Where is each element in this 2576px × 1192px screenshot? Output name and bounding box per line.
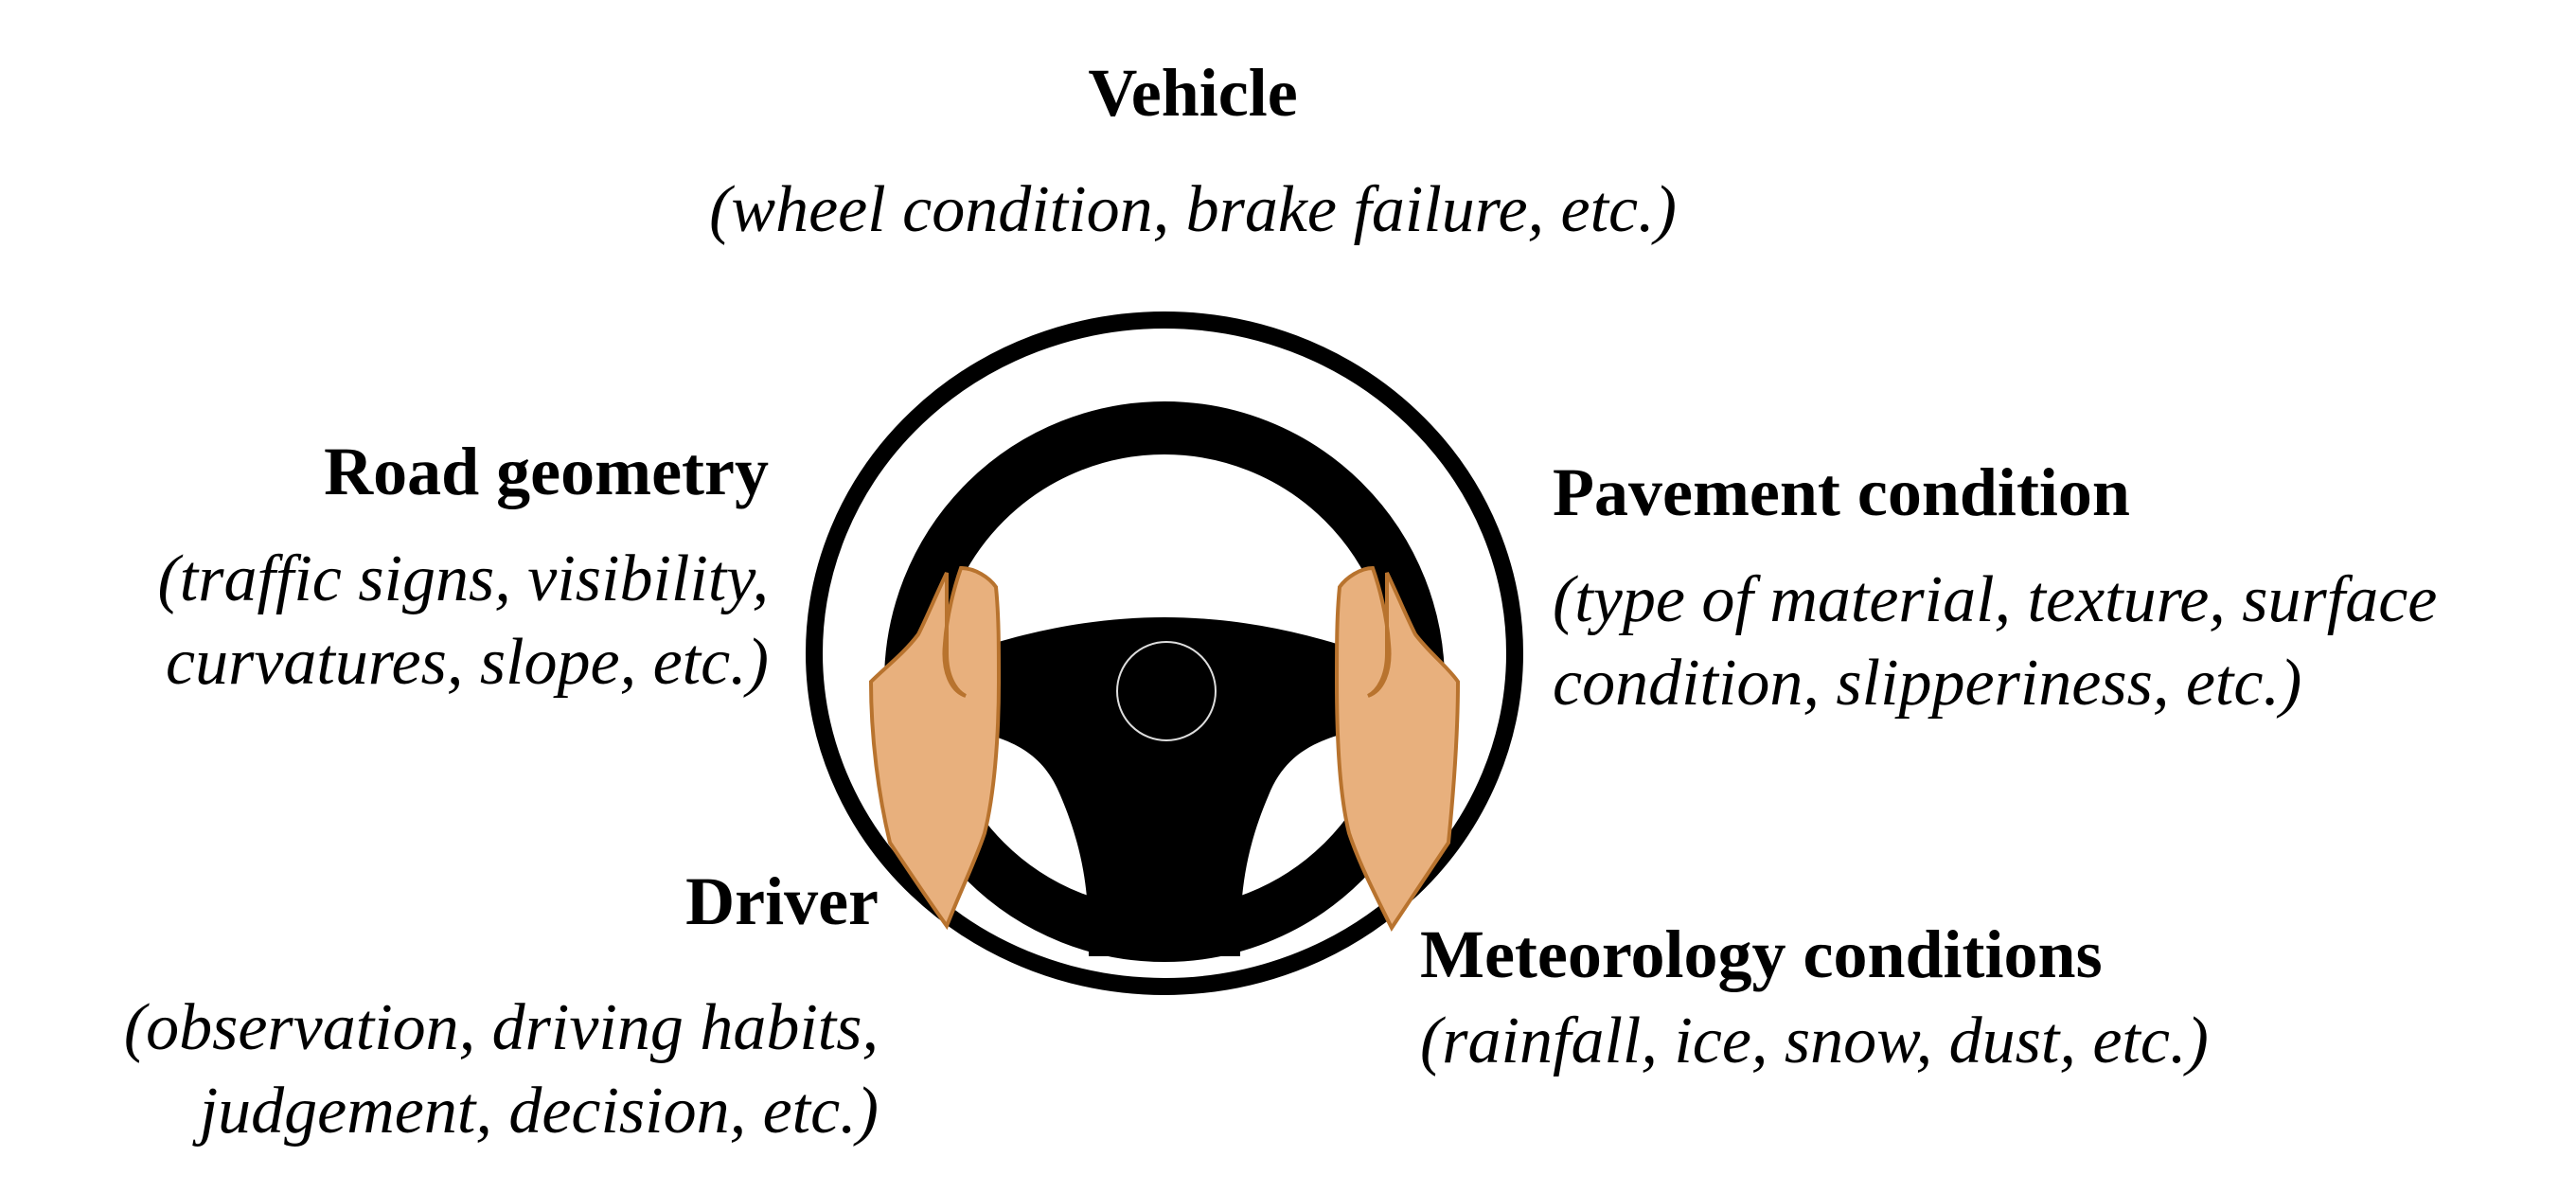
driver-description-line1: (observation, driving habits, [123,991,879,1064]
road-geometry-description-line1: (traffic signs, visibility, [157,543,769,615]
outer-circle [806,311,1523,995]
pavement-condition-description-line2: condition, slipperiness, etc.) [1553,647,2302,720]
vehicle-title: Vehicle [1088,55,1298,131]
driver-description-line2: judgement, decision, etc.) [199,1075,879,1148]
road-geometry-factor: Road geometry (traffic signs, visibility… [0,434,769,704]
pavement-condition-factor: Pavement condition (type of material, te… [1553,454,2576,725]
road-geometry-description-line2: curvatures, slope, etc.) [166,626,769,699]
road-geometry-title: Road geometry [324,434,769,509]
pavement-condition-description-line1: (type of material, texture, surface [1553,563,2438,636]
horn-circle [1116,641,1217,741]
left-hand-icon [868,565,1002,931]
meteorology-title: Meteorology conditions [1420,916,2103,992]
pavement-condition-title: Pavement condition [1553,454,2130,530]
right-hand-icon [1334,565,1461,932]
driver-factor: Driver (observation, driving habits, jud… [0,863,879,1153]
wheel-spokes [937,617,1392,956]
meteorology-description: (rainfall, ice, snow, dust, etc.) [1420,1005,2209,1077]
steering-wheel-icon [806,311,1523,995]
vehicle-description: (wheel condition, brake failure, etc.) [709,173,1677,246]
vehicle-factor: Vehicle (wheel condition, brake failure,… [530,55,1856,252]
meteorology-factor: Meteorology conditions (rainfall, ice, s… [1420,916,2556,1083]
driver-title: Driver [685,863,879,939]
